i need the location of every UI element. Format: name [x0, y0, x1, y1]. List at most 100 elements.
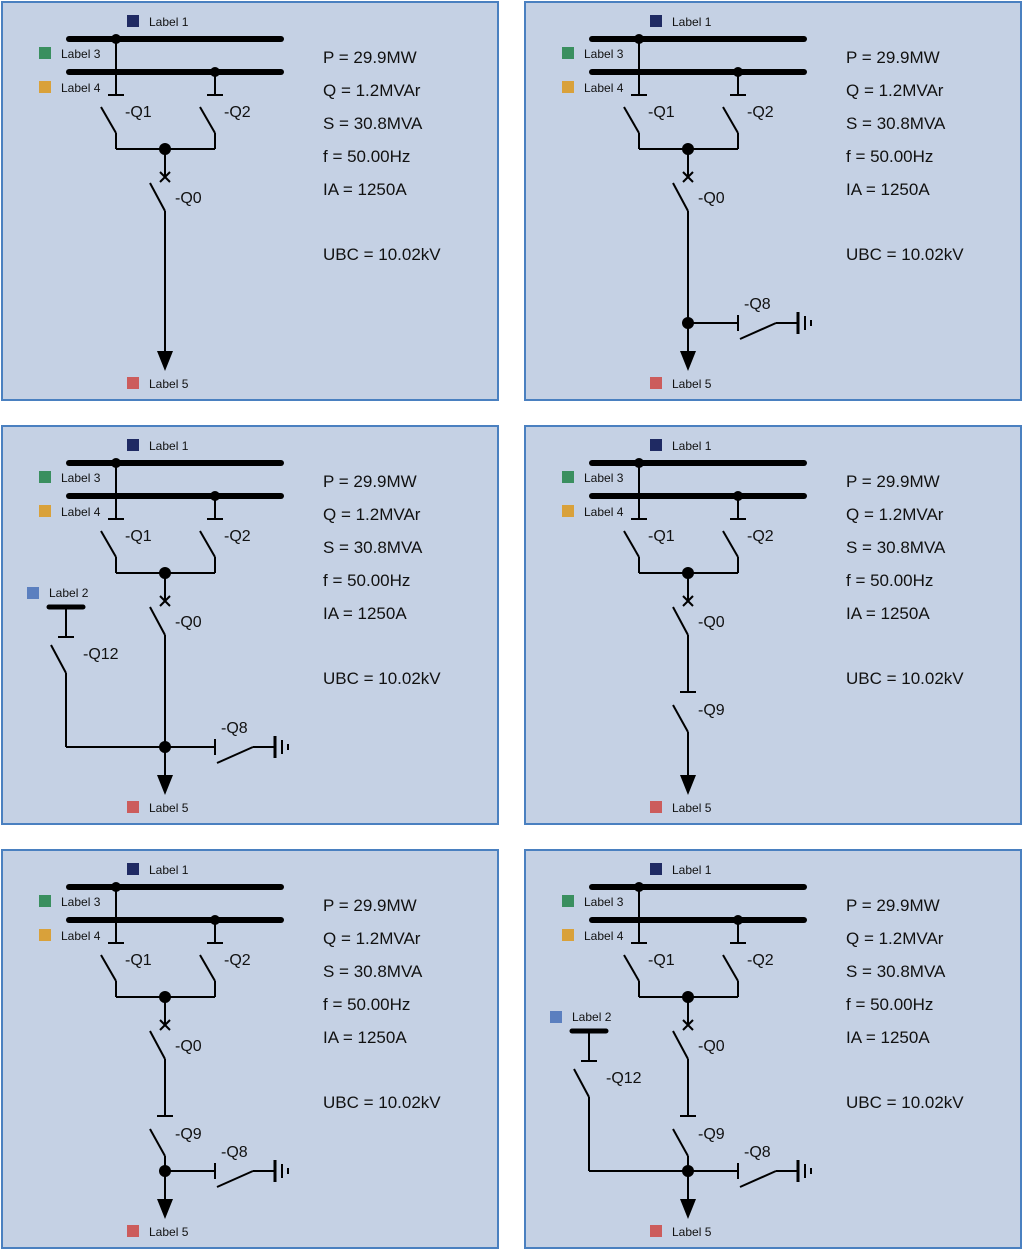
q2-label: -Q2 [224, 528, 251, 545]
circuit-breaker-q0 [149, 149, 171, 212]
disconnector-q2 [199, 915, 223, 997]
outgoing-arrow [680, 351, 696, 371]
measurement-readings: P = 29.9MW Q = 1.2MVAr S = 30.8MVA f = 5… [846, 465, 964, 695]
reactive-power-reading: Q = 1.2MVAr [323, 505, 421, 524]
active-power-reading: P = 29.9MW [323, 896, 417, 915]
disconnector-q2 [199, 491, 223, 573]
label-4-marker [39, 505, 51, 517]
label-5-marker [650, 1225, 662, 1237]
q9-label: -Q9 [175, 1126, 202, 1143]
q9-label: -Q9 [698, 702, 725, 719]
single-line-diagram: Label 1 Label 3 Label 4 Label 5 -Q1 -Q2 [27, 439, 289, 815]
current-reading: IA = 1250A [846, 1028, 930, 1047]
disconnector-q2 [722, 491, 746, 573]
disconnector-q9 [149, 1115, 173, 1157]
q0-label: -Q0 [175, 190, 202, 207]
single-line-diagram: Label 1 Label 3 Label 4 Label 5 -Q1 -Q2 [562, 15, 812, 391]
single-line-diagram: Label 1 Label 3 Label 4 Label 5 -Q1 -Q2 [562, 439, 807, 815]
q2-label: -Q2 [747, 104, 774, 121]
disconnector-q1 [100, 458, 124, 573]
q2-label: -Q2 [224, 952, 251, 969]
reactive-power-reading: Q = 1.2MVAr [846, 81, 944, 100]
frequency-reading: f = 50.00Hz [323, 995, 411, 1014]
label-2-text: Label 2 [49, 586, 89, 600]
voltage-reading: UBC = 10.02kV [323, 245, 441, 264]
circuit-breaker-q0 [149, 573, 171, 636]
label-3-marker [562, 47, 574, 59]
disconnector-q2 [199, 67, 223, 149]
voltage-reading: UBC = 10.02kV [323, 669, 441, 688]
q0-label: -Q0 [698, 190, 725, 207]
apparent-power-reading: S = 30.8MVA [323, 962, 423, 981]
feeder-panel-feeder-full: Label 1 Label 3 Label 4 Label 5 -Q1 -Q2 [524, 849, 1022, 1249]
label-4-text: Label 4 [61, 929, 101, 943]
disconnector-q1 [623, 458, 647, 573]
q1-label: -Q1 [648, 528, 675, 545]
earthing-switch-q8 [159, 736, 289, 764]
disconnector-q9 [672, 691, 696, 733]
label-4-text: Label 4 [584, 81, 624, 95]
label-5-marker [127, 801, 139, 813]
current-reading: IA = 1250A [323, 1028, 407, 1047]
measurement-readings: P = 29.9MW Q = 1.2MVAr S = 30.8MVA f = 5… [323, 889, 441, 1119]
label-1-text: Label 1 [672, 439, 712, 453]
circuit-breaker-q0 [672, 997, 694, 1060]
disconnector-q1 [623, 34, 647, 149]
label-4-marker [562, 505, 574, 517]
measurement-readings: P = 29.9MW Q = 1.2MVAr S = 30.8MVA f = 5… [323, 465, 441, 695]
label-1-text: Label 1 [149, 863, 189, 877]
feeder-panel-feeder-basic: Label 1 Label 3 Label 4 Label 5 -Q1 -Q2 [1, 1, 499, 401]
earthing-switch-q8 [682, 312, 812, 340]
label-4-marker [39, 81, 51, 93]
frequency-reading: f = 50.00Hz [846, 147, 934, 166]
voltage-reading: UBC = 10.02kV [846, 1093, 964, 1112]
label-1-marker [650, 15, 662, 27]
outgoing-arrow [157, 775, 173, 795]
earthing-switch-q8 [159, 1160, 289, 1188]
single-line-diagram: Label 1 Label 3 Label 4 Label 5 -Q1 -Q2 [39, 15, 284, 391]
label-3-text: Label 3 [61, 471, 101, 485]
disconnector-q1 [100, 882, 124, 997]
label-4-marker [562, 81, 574, 93]
apparent-power-reading: S = 30.8MVA [323, 114, 423, 133]
circuit-breaker-q0 [149, 997, 171, 1060]
label-5-marker [127, 1225, 139, 1237]
label-2-marker [27, 587, 39, 599]
q2-label: -Q2 [747, 952, 774, 969]
circuit-breaker-q0 [672, 149, 694, 212]
q9-label: -Q9 [698, 1126, 725, 1143]
frequency-reading: f = 50.00Hz [323, 147, 411, 166]
label-5-marker [650, 801, 662, 813]
label-4-marker [39, 929, 51, 941]
q2-label: -Q2 [747, 528, 774, 545]
q1-label: -Q1 [125, 952, 152, 969]
active-power-reading: P = 29.9MW [846, 896, 940, 915]
single-line-diagram: Label 1 Label 3 Label 4 Label 5 -Q1 -Q2 [550, 863, 812, 1239]
feeder-panel-feeder-with-disconnector: Label 1 Label 3 Label 4 Label 5 -Q1 -Q2 [524, 425, 1022, 825]
disconnector-q1 [623, 882, 647, 997]
feeder-panel-feeder-with-disconnector-and-earth: Label 1 Label 3 Label 4 Label 5 -Q1 -Q2 [1, 849, 499, 1249]
q2-label: -Q2 [224, 104, 251, 121]
reactive-power-reading: Q = 1.2MVAr [323, 81, 421, 100]
single-line-diagram: Label 1 Label 3 Label 4 Label 5 -Q1 -Q2 [39, 863, 289, 1239]
measurement-readings: P = 29.9MW Q = 1.2MVAr S = 30.8MVA f = 5… [323, 41, 441, 271]
frequency-reading: f = 50.00Hz [846, 995, 934, 1014]
q12-label: -Q12 [83, 646, 119, 663]
label-1-marker [127, 863, 139, 875]
label-1-marker [650, 863, 662, 875]
voltage-reading: UBC = 10.02kV [323, 1093, 441, 1112]
disconnector-q9 [672, 1115, 696, 1157]
q8-label: -Q8 [744, 1144, 771, 1161]
apparent-power-reading: S = 30.8MVA [846, 962, 946, 981]
apparent-power-reading: S = 30.8MVA [323, 538, 423, 557]
q0-label: -Q0 [698, 614, 725, 631]
label-4-text: Label 4 [61, 81, 101, 95]
label-3-text: Label 3 [584, 47, 624, 61]
measurement-readings: P = 29.9MW Q = 1.2MVAr S = 30.8MVA f = 5… [846, 41, 964, 271]
label-3-text: Label 3 [584, 471, 624, 485]
label-5-text: Label 5 [149, 1225, 189, 1239]
label-1-text: Label 1 [672, 15, 712, 29]
disconnector-q2 [722, 915, 746, 997]
label-2-text: Label 2 [572, 1010, 612, 1024]
apparent-power-reading: S = 30.8MVA [846, 538, 946, 557]
